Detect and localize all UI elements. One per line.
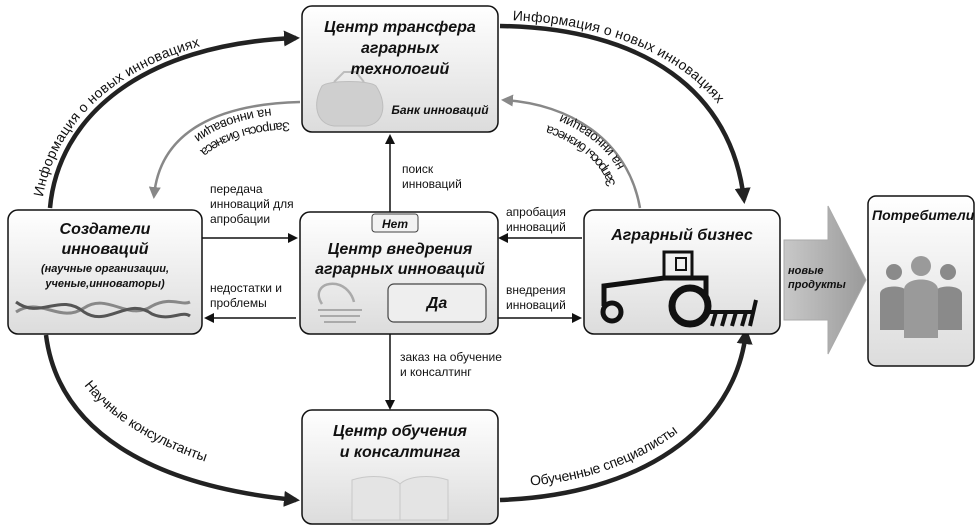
arrow-requests-right	[501, 94, 642, 209]
scientific-consultants-label: Научные консультанты	[82, 377, 210, 464]
creators-title-2: инноваций	[61, 241, 148, 258]
box-creators: Создатели инноваций (научные организации…	[7, 209, 203, 335]
testing-label-2: инноваций	[506, 220, 566, 234]
hand-water-icon	[317, 282, 362, 323]
training-title-2: и консалтинга	[340, 444, 461, 461]
money-bag-icon	[316, 71, 384, 127]
transfer-testing-label-2: инноваций для	[210, 197, 294, 211]
shortcomings-label-1: недостатки и	[210, 281, 282, 295]
innovation-bank-label: Банк инноваций	[391, 103, 489, 117]
creators-subtitle-1: (научные организации,	[41, 263, 169, 275]
book-icon	[351, 476, 449, 521]
box-consumers: Потребители	[867, 195, 975, 367]
order-training-label-2: и консалтинг	[400, 365, 472, 379]
arrow-requests-left	[148, 100, 301, 199]
transfer-title-1: Центр трансфера	[324, 19, 476, 36]
search-label-2: инноваций	[402, 177, 462, 191]
yes-label: Да	[425, 295, 448, 312]
tractor-icon	[600, 250, 758, 328]
arrow-info-right	[499, 23, 751, 204]
transfer-title-3: технологий	[351, 61, 450, 78]
dna-icon	[15, 299, 191, 319]
box-implementation-center: Нет Центр внедрения аграрных инноваций Д…	[299, 211, 499, 335]
consumers-title: Потребители	[872, 207, 975, 223]
center-title-1: Центр внедрения	[328, 241, 473, 258]
yes-box	[387, 283, 487, 323]
order-training-label-1: заказ на обучение	[400, 350, 502, 364]
search-label-1: поиск	[402, 162, 434, 176]
arrow-trained-specialists	[499, 328, 753, 503]
shortcomings-label-2: проблемы	[210, 296, 267, 310]
business-title: Аграрный бизнес	[610, 227, 753, 244]
trained-specialists-label: Обученные специалисты	[529, 422, 680, 489]
box-training-center: Центр обучения и консалтинга	[301, 409, 499, 525]
implementation-label-1: внедрения	[506, 283, 566, 297]
center-title-2: аграрных инноваций	[315, 261, 485, 278]
new-products-line2: продукты	[788, 279, 846, 291]
creators-title-1: Создатели	[60, 221, 151, 238]
people-icon	[880, 256, 962, 338]
transfer-testing-label-3: апробации	[210, 212, 270, 226]
implementation-label-2: инноваций	[506, 298, 566, 312]
box-agrarian-business: Аграрный бизнес	[583, 209, 781, 335]
new-products-line1: новые	[788, 265, 824, 277]
transfer-title-2: аграрных	[361, 40, 440, 57]
creators-subtitle-2: ученые,инноваторы)	[44, 278, 165, 290]
transfer-testing-label-1: передача	[210, 182, 263, 196]
no-label: Нет	[382, 217, 408, 231]
arrow-scientific-consultants	[43, 334, 300, 507]
arrow-info-left	[47, 30, 300, 209]
training-title-1: Центр обучения	[333, 423, 468, 440]
no-badge	[371, 213, 419, 233]
new-products-arrow: новые продукты	[783, 205, 867, 355]
testing-label-1: апробация	[506, 205, 566, 219]
box-transfer-center: Центр трансфера аграрных технологий Банк…	[301, 5, 499, 133]
